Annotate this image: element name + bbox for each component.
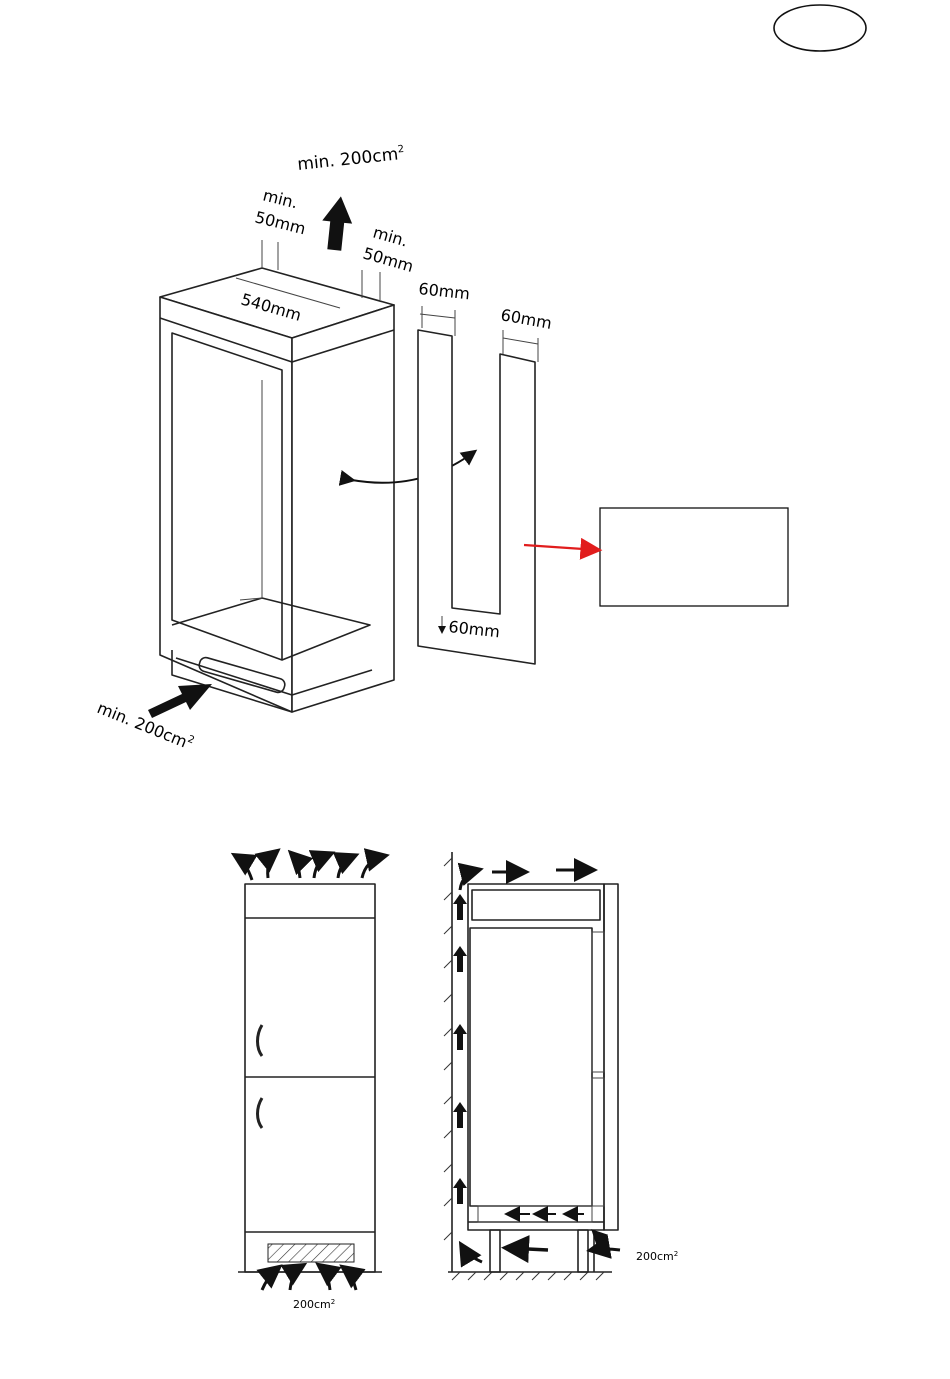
front-vent-grille [268,1244,354,1262]
clearance-right-label-2: 50mm [361,244,416,276]
bottom-vent-arrows [262,1266,356,1290]
top-exhaust-arrows [460,870,592,890]
vent-top-label: min. 200cm2 [296,144,405,175]
language-badge-oval [774,5,866,51]
vent-up-arrow-icon [319,195,354,252]
vent-bottom-label: min. 200cm2 [95,698,196,754]
side-section-view: 200cm2 [444,852,678,1280]
door-handle-icon [258,1098,263,1128]
clearance-left-label-2: 50mm [253,207,308,238]
front-vent-label: 200cm2 [293,1298,335,1311]
door-handle-icon [258,1025,263,1056]
panel-top-left-label: 60mm [418,279,471,303]
vent-intake-arrow-icon [148,684,212,718]
clearance-left-label-1: min. [261,185,300,212]
wall-airflow-arrows [453,894,467,1204]
panel-top-right-label: 60mm [499,305,553,333]
top-vent-arrows [236,852,384,880]
callout-box [600,508,788,606]
front-view: 200cm2 [236,852,384,1311]
u-panel [418,306,538,664]
side-vent-label: 200cm2 [636,1250,678,1263]
